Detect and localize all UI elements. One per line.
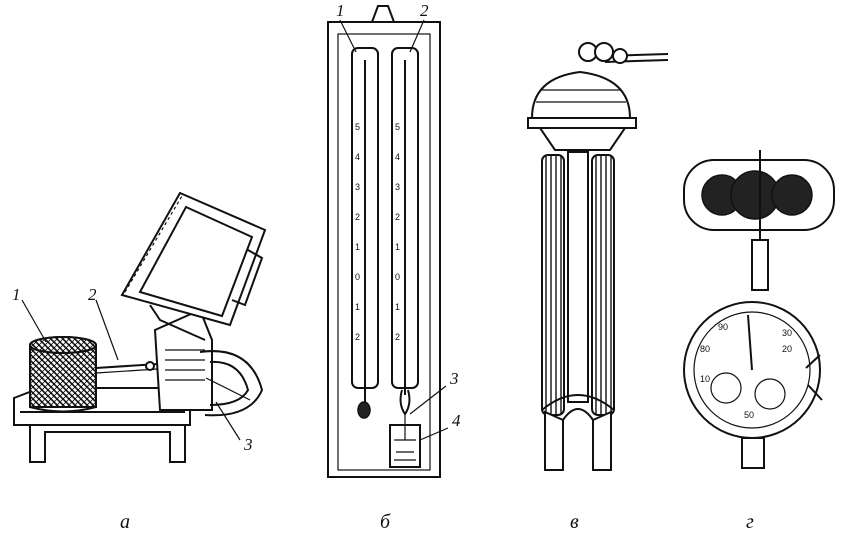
callout-b-2: 2	[420, 1, 429, 20]
left-tube	[541, 154, 565, 416]
housing-lid	[120, 191, 267, 341]
dry-scale-digit: 2	[355, 212, 360, 222]
dial-mark: 80	[700, 344, 710, 354]
dry-scale-digit: 4	[355, 152, 360, 162]
dial-mark: 20	[782, 344, 792, 354]
sub-dial-right	[754, 378, 786, 410]
panel-caption-b: б	[380, 511, 391, 533]
callout-b-4: 4	[452, 411, 461, 430]
base-feet	[14, 424, 190, 463]
wet-scale-digit: 3	[395, 182, 400, 192]
recording-drum	[29, 336, 97, 413]
panel-caption-v: в	[570, 511, 579, 533]
dial-mark: 30	[782, 328, 792, 338]
dry-scale-digit: 0	[355, 272, 360, 282]
wet-scale-digit: 1	[395, 242, 400, 252]
anemometer-handle	[741, 437, 765, 469]
hanger-loop	[371, 5, 395, 23]
dry-scale-digit: 3	[355, 182, 360, 192]
callout-a-3: 3	[243, 435, 253, 454]
dry-thermometer	[351, 47, 379, 419]
water-reservoir	[389, 414, 421, 468]
sub-dial-left	[710, 372, 742, 404]
panel-v-aspiration-psychrometer	[527, 42, 669, 471]
dry-scale-digit: 5	[355, 122, 360, 132]
wet-scale-digit: 5	[395, 122, 400, 132]
panel-caption-g: г	[746, 511, 754, 533]
callout-b-1: 1	[336, 1, 345, 20]
fan-head	[530, 70, 632, 119]
callout-a-1: 1	[12, 285, 21, 304]
callout-b-3: 3	[449, 369, 459, 388]
panel-g-anemometer	[683, 150, 835, 469]
panel-caption-a: а	[120, 511, 130, 533]
panel-a-thermograph	[13, 191, 267, 463]
cup-right	[771, 174, 813, 216]
dry-scale-digit: 1	[355, 242, 360, 252]
dial-mark: 50	[744, 410, 754, 420]
wet-scale-digit: 2	[395, 332, 400, 342]
psychrometer-frame	[327, 21, 441, 478]
callout-a-2: 2	[88, 285, 97, 304]
anemometer-stem	[751, 239, 769, 291]
dial-mark: 10	[700, 374, 710, 384]
dry-scale-digit: 1	[355, 302, 360, 312]
wet-scale-digit: 1	[395, 302, 400, 312]
main-needle	[747, 314, 753, 371]
wet-scale-digit: 2	[395, 212, 400, 222]
wet-scale-digit: 0	[395, 272, 400, 282]
dry-bulb	[357, 401, 371, 419]
center-tube	[567, 151, 589, 403]
right-tube	[591, 154, 615, 416]
wet-scale-digit: 4	[395, 152, 400, 162]
dial-mark: 90	[718, 322, 728, 332]
panel-b-psychrometer	[327, 5, 449, 478]
dry-scale-digit: 2	[355, 332, 360, 342]
sensor-guard	[199, 350, 264, 417]
wet-thermometer	[391, 47, 419, 416]
